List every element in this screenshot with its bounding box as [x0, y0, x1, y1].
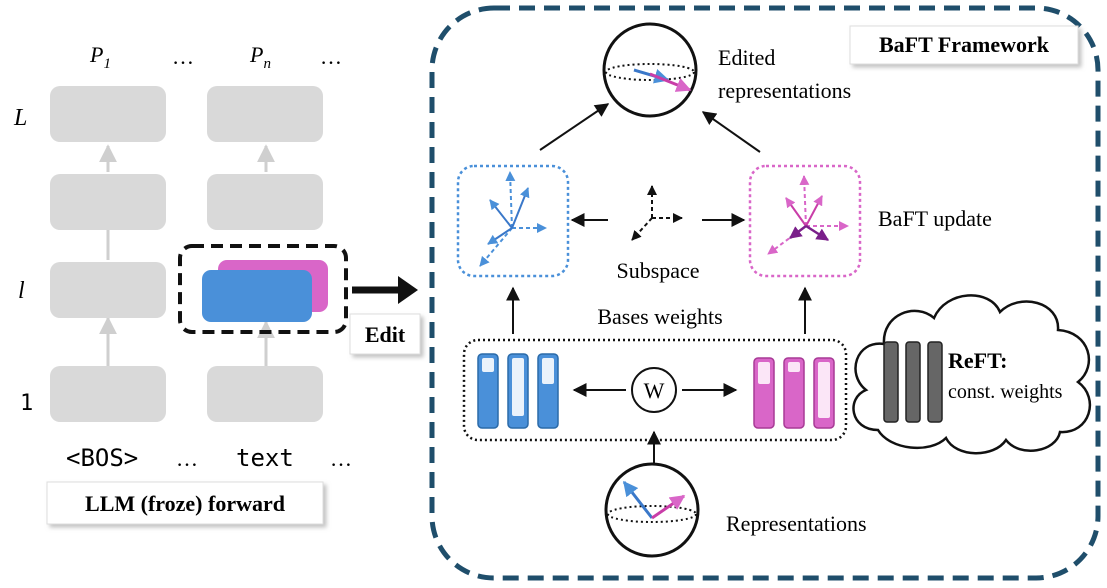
reft-title: ReFT: [948, 348, 1007, 373]
pink-subspace-box [748, 164, 862, 278]
layer-label-L: L [13, 105, 27, 131]
blue-weight-bars [477, 353, 559, 429]
column-text [207, 86, 323, 422]
top-ellipsis-2: … [320, 44, 342, 69]
llm-block [50, 262, 166, 318]
framework-frame [429, 5, 1101, 581]
bottom-ellipsis-1: … [176, 446, 198, 471]
llm-block [50, 86, 166, 142]
representations-label: Representations [726, 511, 867, 536]
blue-subspace-box [456, 164, 570, 278]
p1-label: P1 [89, 42, 111, 72]
w-label: W [644, 378, 665, 403]
edit-target-box [178, 244, 348, 334]
w-node [631, 367, 677, 413]
caption-box [46, 481, 324, 525]
edit-label-box [349, 313, 421, 355]
edit-label: Edit [365, 322, 406, 347]
cloud-icon [852, 294, 1092, 455]
llm-block [207, 366, 323, 422]
llm-caption: LLM (froze) forward [85, 491, 285, 516]
llm-block [50, 174, 166, 230]
baft-framework-panel: BaFT Framework Edited representations [429, 5, 1101, 581]
layer-label-1: 1 [20, 391, 33, 416]
baft-update-label: BaFT update [878, 206, 992, 231]
llm-block [207, 86, 323, 142]
edit-arrow: Edit [349, 276, 421, 355]
token-bos: <BOS> [66, 444, 138, 472]
top-ellipsis-1: … [172, 44, 194, 69]
reft-subtitle: const. weights [948, 381, 1063, 403]
llm-forward-panel: P1 … Pn … L l 1 <BOS> [13, 42, 352, 525]
layer-label-l: l [18, 278, 25, 304]
subspace-label: Subspace [616, 258, 699, 283]
llm-block [50, 366, 166, 422]
sphere-icon [604, 462, 700, 558]
token-text: text [236, 444, 294, 472]
axes-icon [631, 185, 683, 241]
pn-label: Pn [249, 42, 271, 72]
edited-label-line2: representations [718, 78, 851, 103]
framework-title: BaFT Framework [879, 32, 1050, 57]
pink-weight-bars [753, 357, 835, 429]
column-bos [50, 86, 166, 422]
sphere-icon [602, 22, 698, 118]
llm-block [207, 174, 323, 230]
framework-title-box [849, 25, 1079, 65]
representation-blue [202, 270, 312, 322]
edited-label-line1: Edited [718, 45, 775, 70]
bases-weights-label: Bases weights [597, 304, 722, 329]
bottom-ellipsis-2: … [330, 446, 352, 471]
